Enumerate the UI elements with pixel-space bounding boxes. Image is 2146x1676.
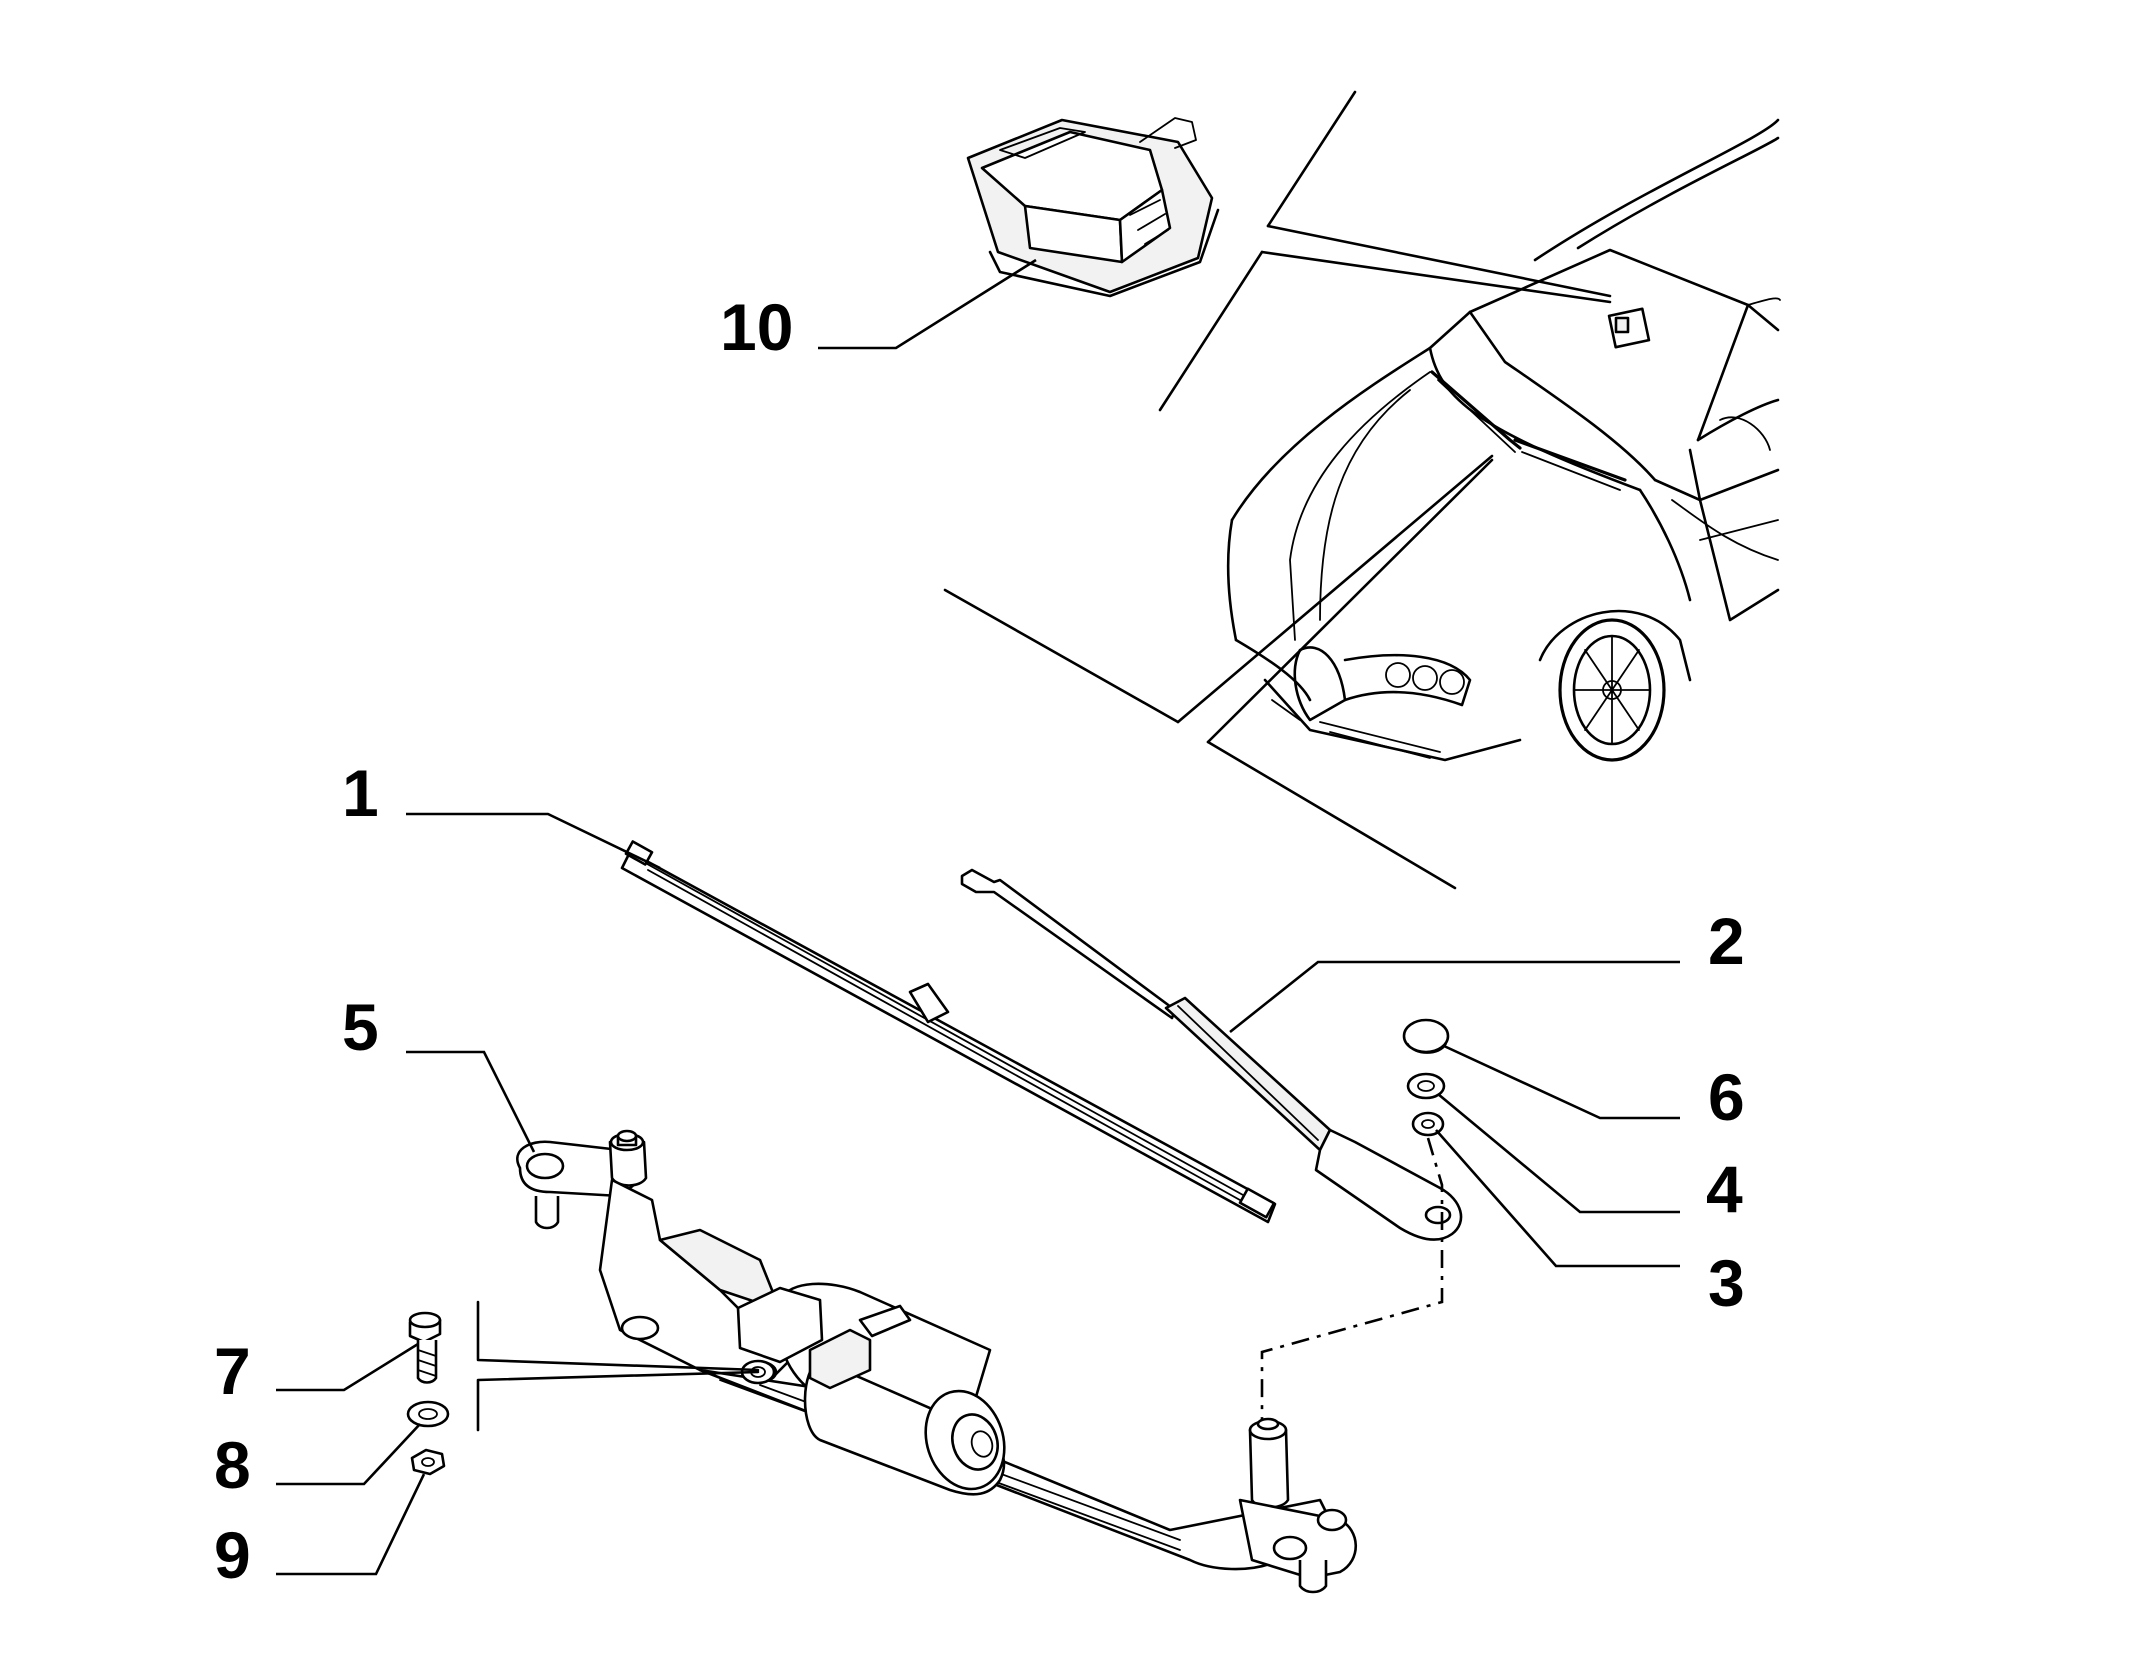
leader-5: [406, 1050, 536, 1153]
callout-6: 6: [1708, 1060, 1745, 1134]
leader-8: [276, 1423, 421, 1486]
part-1-wiper-blade: [620, 840, 1277, 1224]
callout-7: 7: [214, 1334, 251, 1408]
callout-4: 4: [1706, 1152, 1743, 1226]
leader-6: [1443, 1044, 1680, 1120]
callout-2: 2: [1708, 904, 1745, 978]
part-5-wiper-linkage: [516, 1129, 1357, 1594]
callout-8: 8: [214, 1428, 251, 1502]
leader-10: [818, 258, 1037, 350]
part-6-cap: [1402, 1018, 1450, 1054]
leader-2: [1229, 960, 1680, 1034]
leader-4: [1437, 1093, 1680, 1214]
assembly-axis-line: [1260, 1137, 1444, 1420]
leader-lines: [276, 258, 1680, 1576]
part-10-control-unit: [966, 117, 1220, 298]
part-9-nut: [410, 1448, 446, 1476]
fastener-bracket: [476, 1300, 760, 1372]
car-illustration: [943, 90, 1781, 890]
part-4-washer: [1406, 1072, 1446, 1100]
leader-1: [406, 812, 661, 870]
part-7-bolt: [408, 1311, 442, 1384]
part-3-washer: [1411, 1111, 1445, 1137]
leader-9: [276, 1473, 426, 1576]
callout-10: 10: [720, 290, 793, 364]
part-2-wiper-arm: [960, 868, 1463, 1241]
part-8-washer: [406, 1400, 450, 1428]
callout-3: 3: [1708, 1246, 1745, 1320]
fastener-bracket-lower: [476, 1370, 760, 1432]
callout-1: 1: [342, 756, 379, 830]
leader-3: [1435, 1129, 1680, 1268]
callout-5: 5: [342, 990, 379, 1064]
leader-7: [276, 1342, 419, 1392]
callout-9: 9: [214, 1518, 251, 1592]
